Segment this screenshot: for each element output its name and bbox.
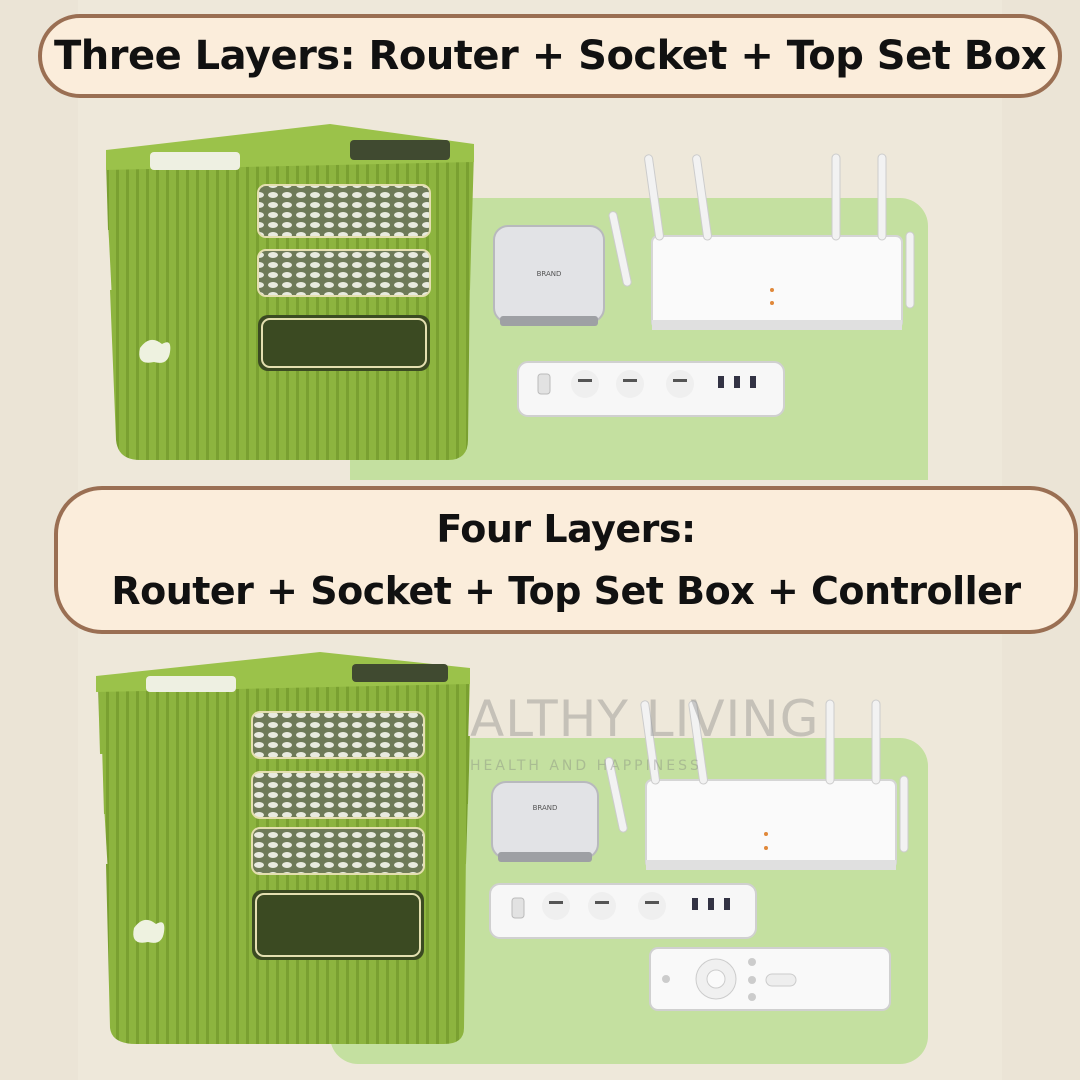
banner-three-layers: Three Layers: Router + Socket + Top Set … (38, 14, 1062, 98)
power-strip-icon (517, 361, 785, 417)
four-layer-scene: BRAND (96, 652, 928, 1064)
three-layer-scene: BRAND (106, 124, 928, 480)
banner-four-layers: Four Layers: Router + Socket + Top Set B… (54, 486, 1078, 634)
organizer-box-icon (96, 652, 470, 1044)
banner-three-layers-text: Three Layers: Router + Socket + Top Set … (53, 33, 1047, 79)
settop-box-icon (491, 781, 599, 862)
power-strip-icon (489, 883, 757, 939)
watermark-logo-text: ALTHY LIVING (470, 690, 820, 748)
router-icon (604, 699, 909, 870)
router-icon (608, 153, 915, 330)
watermark-logo-subtext: HEALTH AND HAPPINESS (470, 758, 702, 774)
banner-four-layers-line1: Four Layers: (436, 507, 696, 551)
remote-control-icon (649, 947, 891, 1011)
settop-box-icon (493, 225, 605, 326)
organizer-box-icon (106, 124, 474, 460)
banner-four-layers-line2: Router + Socket + Top Set Box + Controll… (111, 569, 1021, 613)
settop-brand-label: BRAND (533, 804, 558, 812)
settop-brand-label: BRAND (537, 270, 562, 278)
